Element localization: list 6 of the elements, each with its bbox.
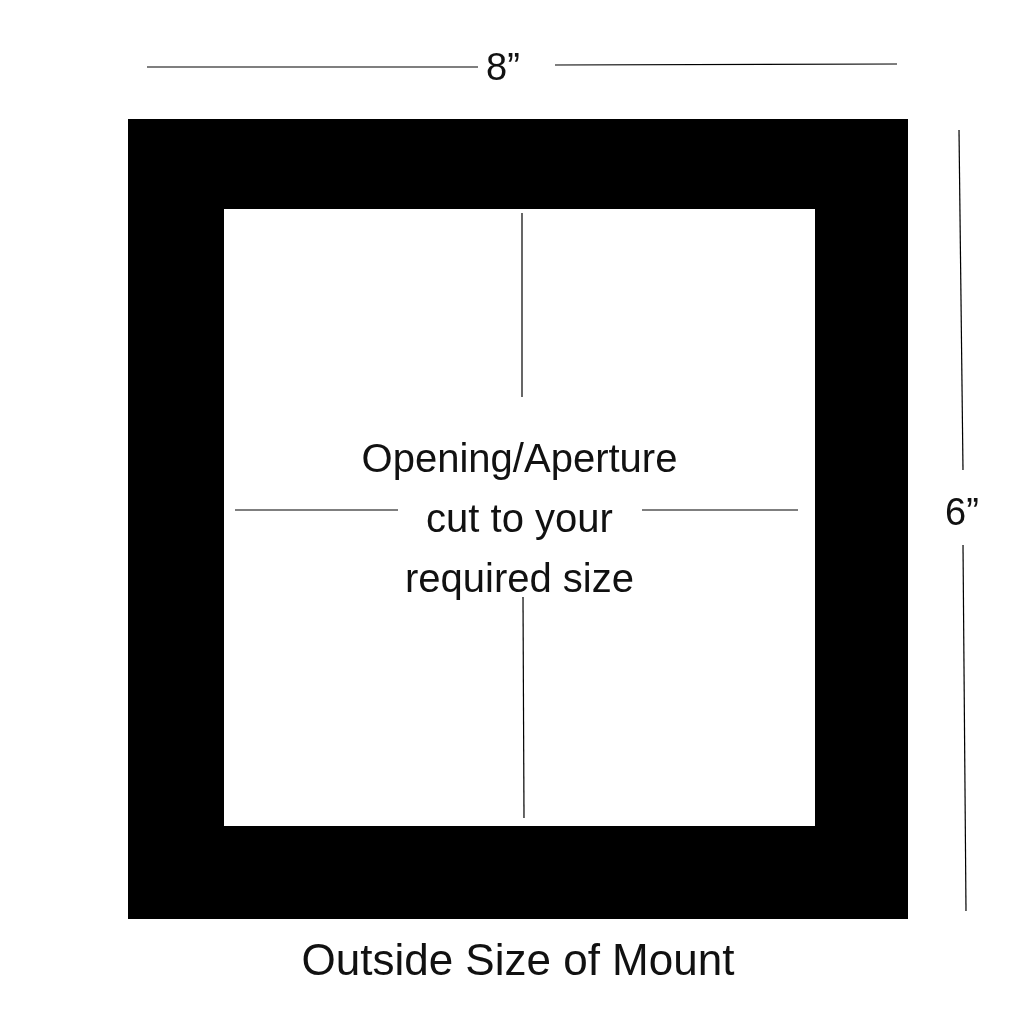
mount-frame <box>128 119 908 919</box>
dimension-label: 6” <box>945 490 979 534</box>
dimension-label: 8” <box>486 45 520 89</box>
aperture-label: Opening/Aperture cut to your required size <box>360 434 679 602</box>
aperture-opening <box>224 209 815 826</box>
caption-text: Outside Size of Mount <box>301 935 735 985</box>
